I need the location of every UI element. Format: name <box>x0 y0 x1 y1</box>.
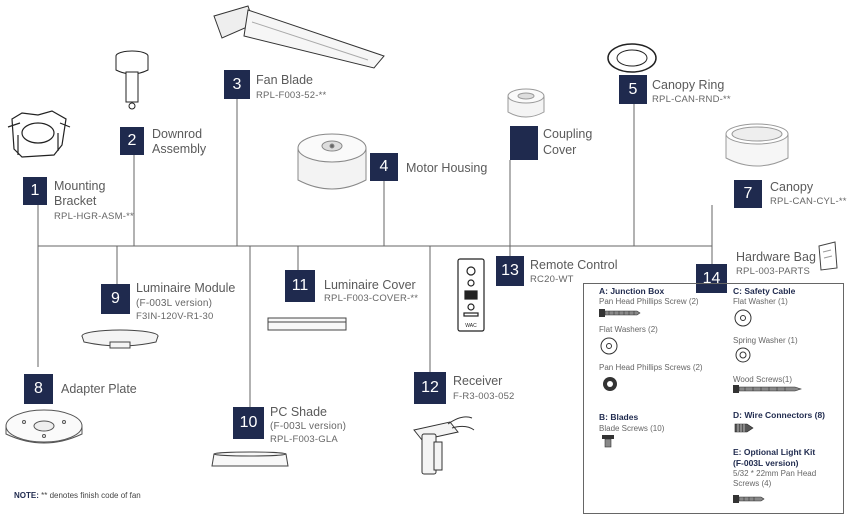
hw-e-title: E: Optional Light Kit <box>733 447 816 457</box>
part-name-6b: Cover <box>543 143 577 157</box>
part-name-12: Receiver <box>453 374 503 388</box>
receiver-illustration <box>413 416 475 475</box>
remote-control-illustration: WAC <box>457 258 485 332</box>
part-name-6a: Coupling <box>543 127 593 141</box>
part-version-9: (F-003L version) <box>136 298 213 309</box>
fan-blade-illustration <box>213 5 385 69</box>
part-badge-7: 7 <box>734 180 762 208</box>
part-code-13: RC20-WT <box>530 274 574 285</box>
part-name-13: Remote Control <box>530 258 618 272</box>
pc-shade-illustration <box>211 451 289 467</box>
motor-housing-illustration <box>297 133 367 190</box>
part-code-1: RPL-HGR-ASM-** <box>54 211 134 222</box>
hw-b1: Blade Screws (10) <box>599 424 665 433</box>
screw-icon <box>599 309 641 317</box>
part-name-4: Motor Housing <box>406 161 488 175</box>
hw-c3: Wood Screws(1) <box>733 375 792 384</box>
part-code-11: RPL-F003-COVER-** <box>324 293 419 304</box>
hw-d-title: D: Wire Connectors (8) <box>733 410 826 420</box>
hw-c2: Spring Washer (1) <box>733 336 798 345</box>
part-badge-2: 2 <box>120 127 144 155</box>
part-name-1b: Bracket <box>54 194 97 208</box>
part-name-11: Luminaire Cover <box>324 278 416 292</box>
part-code-10: RPL-F003-GLA <box>270 434 338 445</box>
flat-washer-icon <box>600 337 618 355</box>
part-name-5: Canopy Ring <box>652 78 725 92</box>
spring-washer-icon <box>735 347 751 363</box>
hw-a3: Pan Head Phillips Screws (2) <box>599 363 703 372</box>
part-badge-12: 12 <box>414 372 446 404</box>
part-code-5: RPL-CAN-RND-** <box>652 94 731 105</box>
part-name-2b: Assembly <box>152 142 207 156</box>
part-name-8: Adapter Plate <box>61 382 137 396</box>
coupling-cover-illustration <box>507 88 545 118</box>
part-name-1a: Mounting <box>54 179 106 193</box>
wire-connector-icon <box>734 423 754 433</box>
part-name-10: PC Shade <box>270 405 327 419</box>
part-name-7: Canopy <box>770 180 814 194</box>
hw-e1: 5/32 * 22mm Pan Head <box>733 469 817 478</box>
part-badge-6 <box>510 126 538 160</box>
flat-washer-icon <box>734 309 752 327</box>
part-badge-3: 3 <box>224 70 250 99</box>
remote-brand-text: WAC <box>465 323 477 329</box>
hw-a-title: A: Junction Box <box>599 286 665 296</box>
lock-washer-icon <box>603 377 617 391</box>
canopy-ring-illustration <box>607 43 657 73</box>
part-badge-8: 8 <box>24 374 53 404</box>
part-badge-4: 4 <box>370 153 398 181</box>
part-code-14: RPL-003-PARTS <box>736 266 811 277</box>
hw-e-sub: (F-003L version) <box>733 458 799 468</box>
blade-screw-icon <box>602 435 614 448</box>
note-label: NOTE: <box>14 491 39 500</box>
canopy-illustration <box>725 123 789 167</box>
hardware-bag-contents <box>583 283 844 514</box>
part-badge-13: 13 <box>496 256 524 286</box>
hardware-bag-icon <box>818 241 838 271</box>
downrod-illustration <box>115 50 149 110</box>
hw-c-title: C: Safety Cable <box>733 286 796 296</box>
wood-screw-icon <box>733 385 802 393</box>
part-name-9: Luminaire Module <box>136 281 236 295</box>
part-name-2a: Downrod <box>152 127 203 141</box>
part-badge-9: 9 <box>101 284 130 314</box>
note-text: ** denotes finish code of fan <box>38 491 141 500</box>
mounting-bracket-illustration <box>7 110 71 158</box>
part-badge-14: 14 <box>696 264 727 293</box>
part-badge-1: 1 <box>23 177 47 205</box>
pan-head-screw-icon <box>733 495 765 503</box>
part-name-14: Hardware Bag <box>736 250 816 264</box>
part-name-3: Fan Blade <box>256 73 313 87</box>
hw-a2: Flat Washers (2) <box>599 325 658 334</box>
part-version-10: (F-003L version) <box>270 421 347 432</box>
part-badge-10: 10 <box>233 407 264 439</box>
part-code-9: F3IN-120V-R1-30 <box>136 311 214 322</box>
finish-code-note: NOTE: ** denotes finish code of fan <box>14 491 141 500</box>
hw-e2: Screws (4) <box>733 479 772 488</box>
part-badge-11: 11 <box>285 270 315 302</box>
part-badge-5: 5 <box>619 75 647 104</box>
hw-c1: Flat Washer (1) <box>733 297 788 306</box>
luminaire-cover-illustration <box>267 317 347 331</box>
part-code-3: RPL-F003-52-** <box>256 90 327 101</box>
hw-b-title: B: Blades <box>599 412 639 422</box>
part-code-7: RPL-CAN-CYL-** <box>770 196 847 207</box>
luminaire-module-illustration <box>81 329 159 349</box>
part-code-12: F-R3-003-052 <box>453 391 515 402</box>
adapter-plate-illustration <box>5 409 83 444</box>
hw-a1: Pan Head Phillips Screw (2) <box>599 297 699 306</box>
